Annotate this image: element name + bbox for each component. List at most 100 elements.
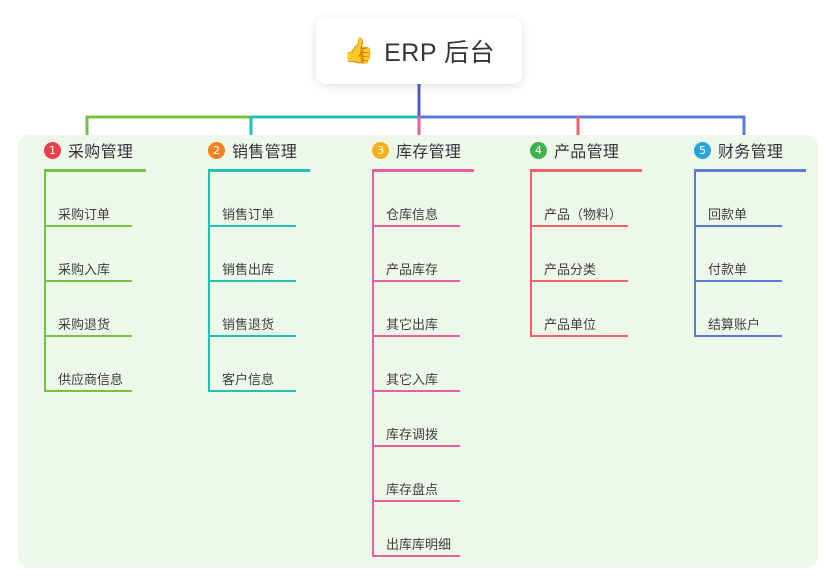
leaf-node[interactable]: 供应商信息 — [44, 337, 146, 392]
leaf-node[interactable]: 库存调拨 — [372, 392, 474, 447]
leaf-node[interactable]: 其它入库 — [372, 337, 474, 392]
branch-title: 库存管理 — [396, 144, 462, 161]
branch-leaf-list: 采购订单采购入库采购退货供应商信息 — [44, 172, 146, 392]
leaf-label: 产品（物料） — [544, 207, 623, 222]
leaf-node[interactable]: 产品（物料） — [530, 172, 642, 227]
thumbs-up-icon: 👍 — [342, 36, 375, 65]
leaf-label: 采购订单 — [58, 207, 111, 222]
leaf-rule — [372, 555, 460, 557]
branch-index-badge: 1 — [44, 141, 61, 159]
leaf-rule — [44, 225, 132, 227]
leaf-rule — [530, 280, 628, 282]
leaf-node[interactable]: 出库库明细 — [372, 502, 474, 557]
leaf-rule — [372, 335, 460, 337]
leaf-node[interactable]: 结算账户 — [694, 282, 806, 337]
leaf-rule — [208, 390, 296, 392]
root-node[interactable]: 👍 ERP 后台 — [316, 18, 522, 84]
leaf-rule — [694, 335, 782, 337]
leaf-node[interactable]: 仓库信息 — [372, 172, 474, 227]
leaf-rule — [372, 500, 460, 502]
leaf-label: 其它出库 — [386, 317, 439, 332]
leaf-rule — [372, 225, 460, 227]
leaf-rule — [694, 225, 782, 227]
leaf-label: 回款单 — [708, 207, 748, 222]
leaf-node[interactable]: 其它出库 — [372, 282, 474, 337]
leaf-node[interactable]: 产品单位 — [530, 282, 642, 337]
branch-column-3: 3 库存管理仓库信息产品库存其它出库其它入库库存调拨库存盘点出库库明细 — [346, 135, 474, 557]
branch-heading[interactable]: 2 销售管理 — [182, 135, 310, 165]
branch-heading[interactable]: 4 产品管理 — [504, 135, 642, 165]
branch-leaf-list: 销售订单销售出库销售退货客户信息 — [208, 172, 310, 392]
leaf-node[interactable]: 采购入库 — [44, 227, 146, 282]
branch-heading-rule — [44, 169, 146, 172]
leaf-rule — [44, 335, 132, 337]
leaf-rule — [530, 335, 628, 337]
leaf-label: 产品单位 — [544, 317, 597, 332]
leaf-label: 仓库信息 — [386, 207, 439, 222]
leaf-node[interactable]: 产品分类 — [530, 227, 642, 282]
leaf-node[interactable]: 采购退货 — [44, 282, 146, 337]
leaf-rule — [372, 390, 460, 392]
leaf-node[interactable]: 销售退货 — [208, 282, 310, 337]
leaf-label: 销售出库 — [222, 262, 275, 277]
branch-heading-rule — [208, 169, 310, 172]
leaf-label: 付款单 — [708, 262, 748, 277]
leaf-label: 供应商信息 — [58, 372, 124, 387]
leaf-rule — [44, 280, 132, 282]
leaf-label: 库存盘点 — [386, 482, 439, 497]
leaf-label: 产品库存 — [386, 262, 439, 277]
leaf-rule — [44, 390, 132, 392]
leaf-node[interactable]: 付款单 — [694, 227, 806, 282]
branch-index-badge: 4 — [530, 141, 547, 159]
leaf-rule — [372, 280, 460, 282]
diagram-panel: 1 采购管理采购订单采购入库采购退货供应商信息 2 销售管理销售订单销售出库销售退货客… — [18, 135, 818, 568]
leaf-node[interactable]: 产品库存 — [372, 227, 474, 282]
leaf-node[interactable]: 销售订单 — [208, 172, 310, 227]
branch-heading-rule — [372, 169, 474, 172]
leaf-rule — [530, 225, 628, 227]
leaf-label: 其它入库 — [386, 372, 439, 387]
leaf-node[interactable]: 库存盘点 — [372, 447, 474, 502]
leaf-label: 出库库明细 — [386, 537, 452, 552]
branch-title: 财务管理 — [718, 144, 784, 161]
branch-leaf-list: 产品（物料） 产品分类产品单位 — [530, 172, 642, 337]
branch-spine — [530, 172, 532, 337]
leaf-node[interactable]: 采购订单 — [44, 172, 146, 227]
leaf-rule — [208, 335, 296, 337]
branch-column-1: 1 采购管理采购订单采购入库采购退货供应商信息 — [18, 135, 146, 392]
leaf-label: 采购退货 — [58, 317, 111, 332]
leaf-label: 销售订单 — [222, 207, 275, 222]
leaf-rule — [372, 445, 460, 447]
branch-spine — [372, 172, 374, 557]
leaf-node[interactable]: 客户信息 — [208, 337, 310, 392]
branch-column-4: 4 产品管理产品（物料） 产品分类产品单位 — [504, 135, 642, 337]
branch-title: 销售管理 — [232, 144, 298, 161]
leaf-rule — [208, 280, 296, 282]
branch-spine — [694, 172, 696, 337]
leaf-label: 库存调拨 — [386, 427, 439, 442]
leaf-rule — [694, 280, 782, 282]
branch-spine — [44, 172, 46, 392]
branch-spine — [208, 172, 210, 392]
branch-title: 采购管理 — [68, 144, 134, 161]
leaf-label: 销售退货 — [222, 317, 275, 332]
branch-heading[interactable]: 1 采购管理 — [18, 135, 146, 165]
branch-leaf-list: 仓库信息产品库存其它出库其它入库库存调拨库存盘点出库库明细 — [372, 172, 474, 557]
root-title: ERP 后台 — [384, 39, 496, 67]
leaf-label: 采购入库 — [58, 262, 111, 277]
branch-index-badge: 2 — [208, 141, 225, 159]
leaf-label: 产品分类 — [544, 262, 597, 277]
branch-title: 产品管理 — [554, 144, 620, 161]
branch-heading[interactable]: 3 库存管理 — [346, 135, 474, 165]
branch-index-badge: 3 — [372, 141, 389, 159]
leaf-rule — [208, 225, 296, 227]
branch-leaf-list: 回款单付款单结算账户 — [694, 172, 806, 337]
leaf-node[interactable]: 销售出库 — [208, 227, 310, 282]
branch-heading-rule — [694, 169, 806, 172]
leaf-node[interactable]: 回款单 — [694, 172, 806, 227]
leaf-label: 结算账户 — [708, 317, 761, 332]
branch-heading-rule — [530, 169, 642, 172]
branch-column-2: 2 销售管理销售订单销售出库销售退货客户信息 — [182, 135, 310, 392]
